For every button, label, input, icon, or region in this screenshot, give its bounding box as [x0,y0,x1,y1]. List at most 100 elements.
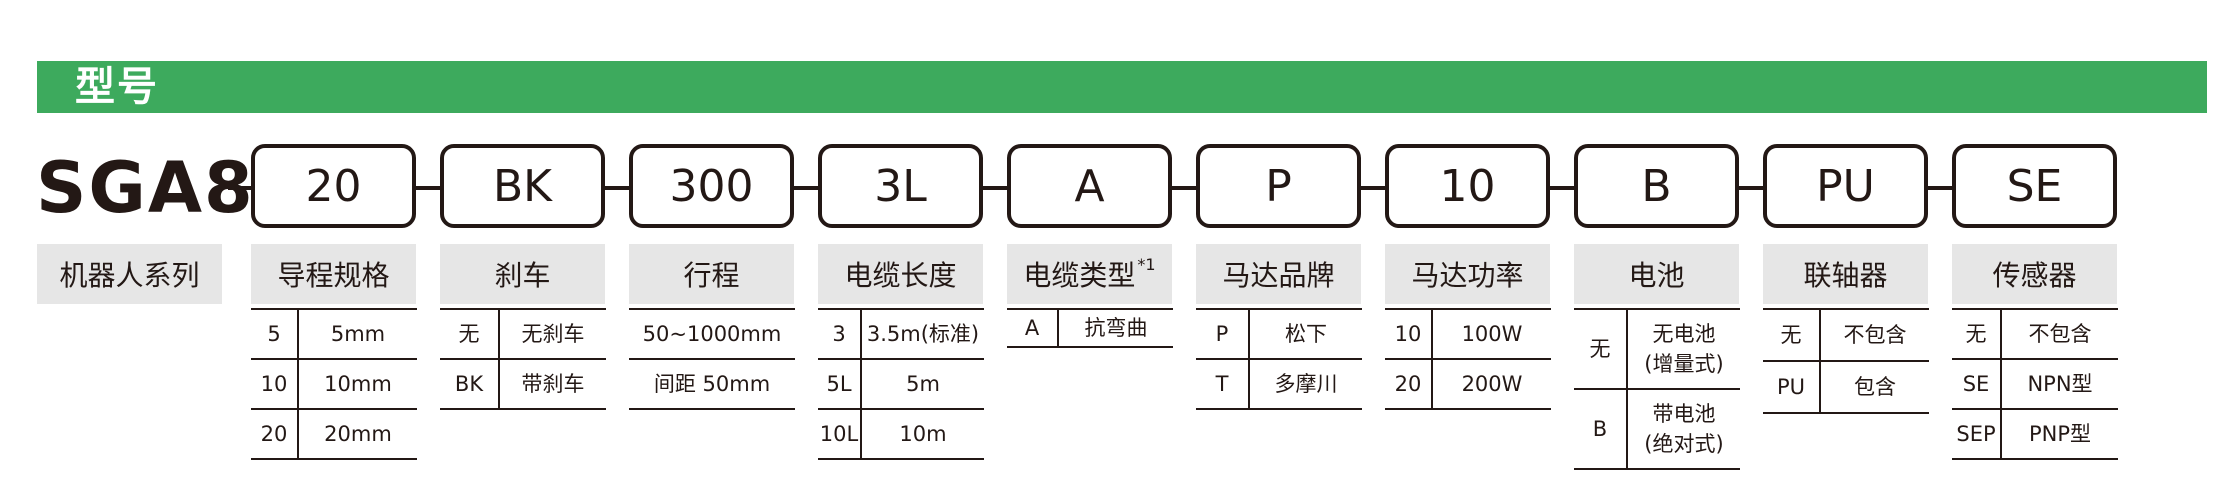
section-title-text: 马达品牌 [1222,259,1335,292]
code-box-8: B [1574,144,1739,228]
option-value: 3.5m(标准) [866,322,980,346]
option-code: 无 [1952,310,2002,358]
title-banner: 型号 [37,61,2207,113]
option-value: 包含 [1854,375,1896,399]
option-table-5: A 抗弯曲 [1007,308,1173,348]
section-title-text: 马达功率 [1411,259,1524,292]
section-title-text: 电池 [1628,259,1685,292]
option-code: 20 [1385,360,1433,408]
option-value: 带刹车 [521,372,585,396]
section-title-1: 导程规格 [251,244,416,304]
code-box-5: A [1007,144,1172,228]
option-value: 不包含 [1843,323,1907,347]
option-value: 带电池(绝对式) [1628,390,1740,468]
table-row: 无不包含 [1952,310,2118,360]
section-title-10: 传感器 [1952,244,2117,304]
option-code: 5L [818,360,862,408]
section-title-text: 联轴器 [1803,259,1888,292]
option-code: 20 [251,410,299,458]
option-code: B [1574,390,1628,468]
option-value: 200W [1461,372,1523,396]
table-row: 50~1000mm [629,310,795,360]
option-value: 无电池(增量式) [1628,310,1740,388]
option-code: 无 [440,310,500,358]
section-title-3: 行程 [629,244,794,304]
section-title-text: 行程 [683,259,740,292]
table-row: A 抗弯曲 [1007,310,1173,348]
connector-line [983,186,1007,190]
table-row: 10 10mm [251,360,417,410]
option-value: PNP型 [2028,422,2092,446]
section-title-text: 传感器 [1992,259,2077,292]
section-title-8: 电池 [1574,244,1739,304]
code-box-7: 10 [1385,144,1550,228]
section-title-2: 刹车 [440,244,605,304]
option-value-note: (增量式) [1644,352,1724,376]
option-code: BK [440,360,500,408]
table-row: 20 200W [1385,360,1551,410]
connector-line [1550,186,1574,190]
option-code: P [1196,310,1250,358]
code-box-1: 20 [251,144,416,228]
section-title-9: 联轴器 [1763,244,1928,304]
option-value: 10m [899,422,947,446]
table-row: PU 包含 [1763,362,1929,414]
code-box-10: SE [1952,144,2117,228]
option-table-3: 50~1000mm 间距 50mm [629,308,795,410]
code-box-6: P [1196,144,1361,228]
section-title-text: 电缆长度 [844,259,957,292]
option-code: 10 [1385,310,1433,358]
connector-line [1361,186,1385,190]
table-row: 无无刹车 [440,310,606,360]
option-value: NPN型 [2027,372,2093,396]
option-value: 多摩川 [1274,372,1338,396]
option-value: 5mm [330,322,386,346]
robot-series-label: 机器人系列 [37,244,222,304]
option-value-note: (绝对式) [1644,432,1724,456]
option-code: 无 [1763,310,1821,360]
model-name: SGA8 [36,147,255,229]
option-code: SEP [1952,410,2002,458]
table-row: BK 带刹车 [440,360,606,410]
option-code: 10 [251,360,299,408]
option-code: 10L [818,410,862,458]
option-code: PU [1763,362,1821,412]
option-code: SE [1952,360,2002,408]
table-row: P 松下 [1196,310,1362,360]
section-title-text: 电缆类型 [1023,259,1136,292]
table-row: 无无电池(增量式) [1574,310,1740,390]
table-row: 间距 50mm [629,360,795,410]
connector-line [1739,186,1763,190]
connector-line [1172,186,1196,190]
table-row: 10L 10m [818,410,984,460]
option-code: 3 [818,310,862,358]
section-title-6: 马达品牌 [1196,244,1361,304]
option-value: 抗弯曲 [1084,316,1148,340]
code-box-4: 3L [818,144,983,228]
section-title-text: 导程规格 [277,259,390,292]
option-value: 50~1000mm [642,322,782,346]
table-row: 无不包含 [1763,310,1929,362]
section-title-text: 刹车 [494,259,551,292]
option-value: 5m [906,372,940,396]
banner-title: 型号 [75,64,159,110]
connector-line [794,186,818,190]
option-code: A [1007,310,1059,346]
table-row: 5L 5m [818,360,984,410]
option-value: 10mm [324,372,392,396]
option-code: 无 [1574,310,1628,388]
code-box-2: BK [440,144,605,228]
connector-line [1928,186,1952,190]
section-title-7: 马达功率 [1385,244,1550,304]
option-value: 松下 [1285,322,1327,346]
footnote-marker: *1 [1137,254,1156,274]
